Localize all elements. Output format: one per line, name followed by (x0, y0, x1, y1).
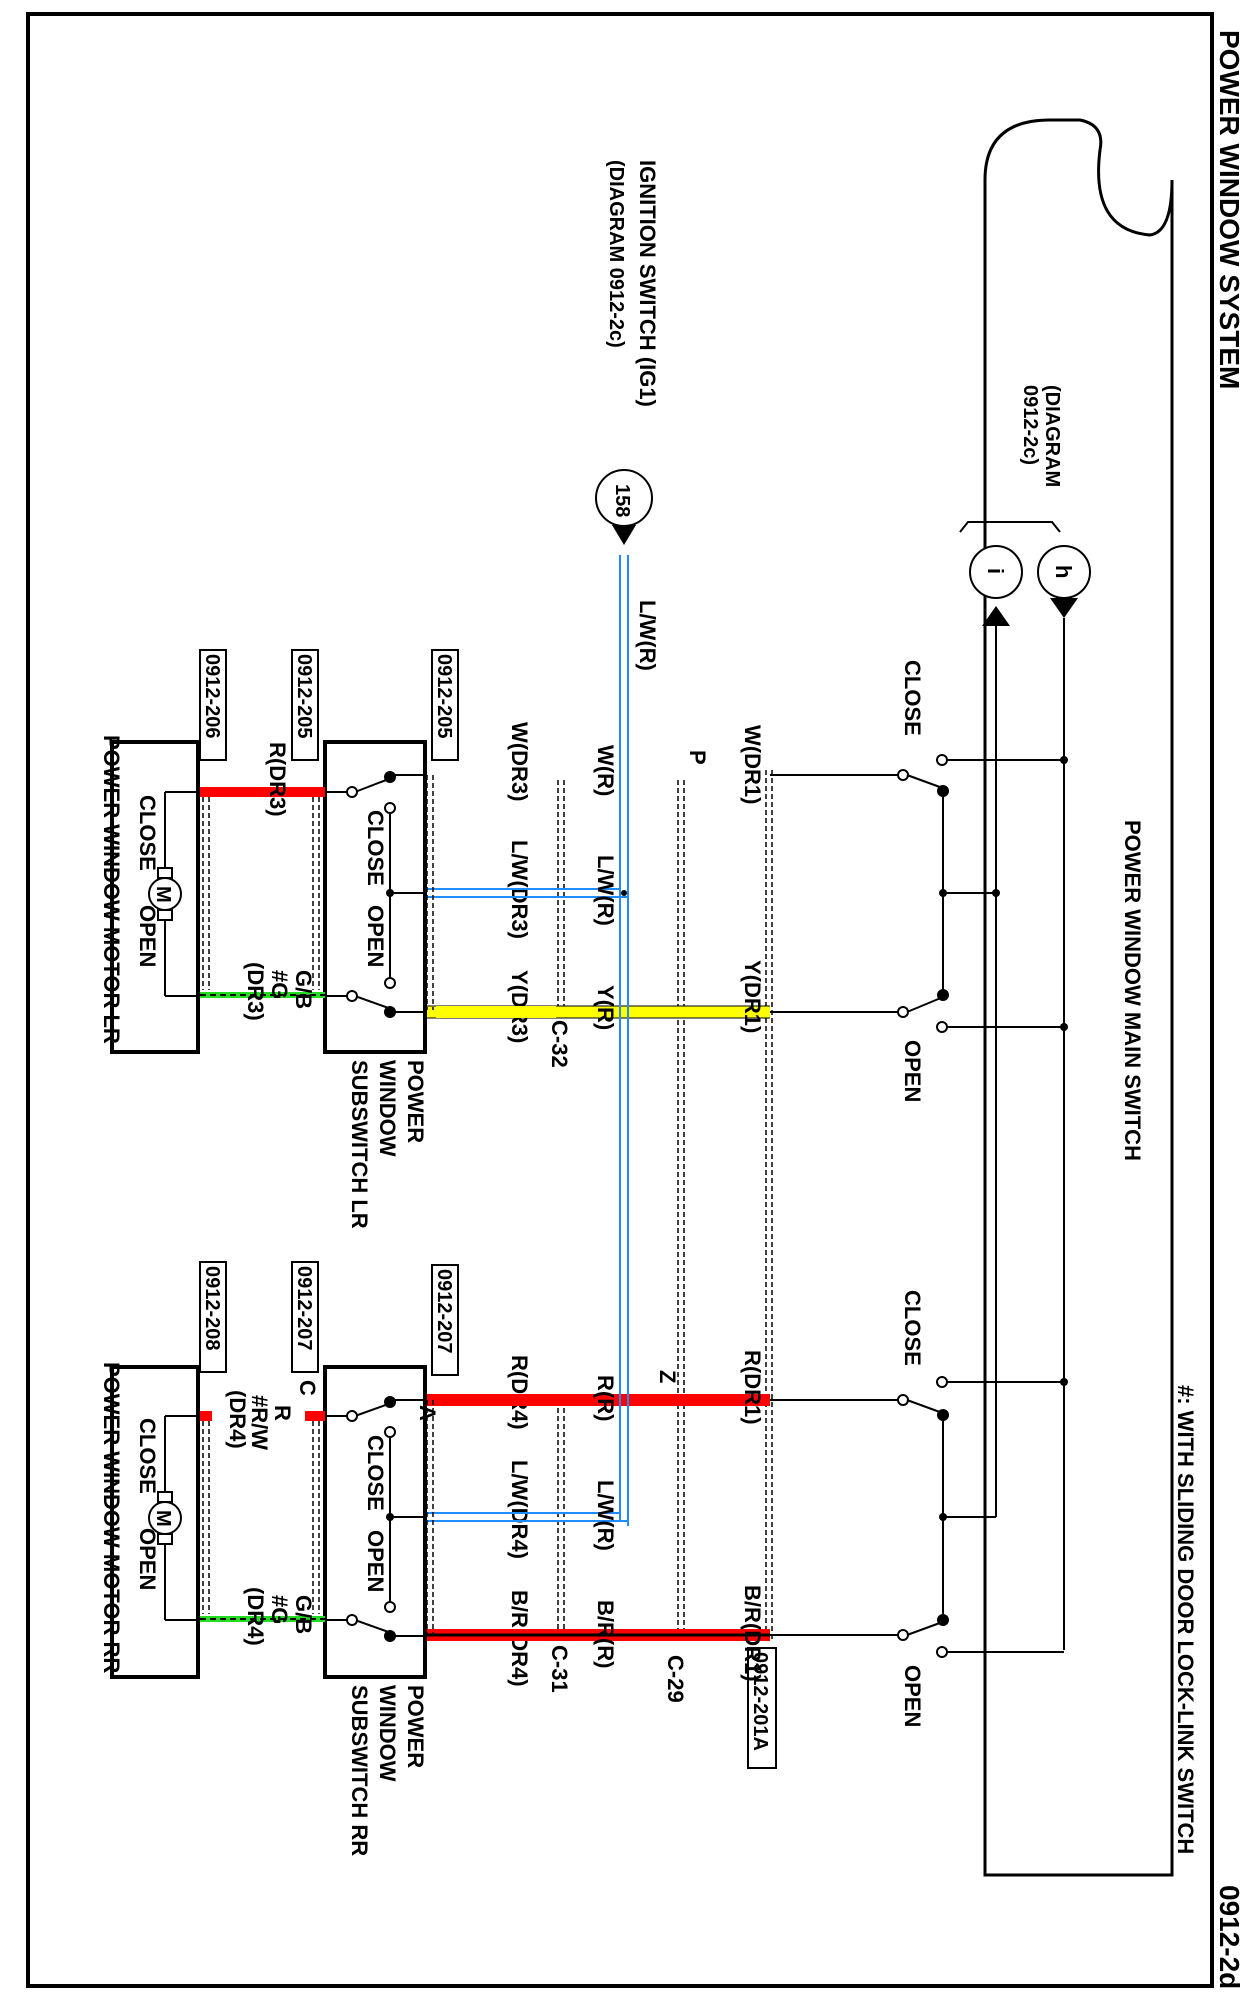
arrow-up-icon (982, 606, 1010, 626)
subswitch-rr-label-3: SUBSWITCH RR (347, 1685, 372, 1856)
connector-h[interactable]: h (1037, 545, 1091, 618)
label-lw-r-rr: L/W(R) (593, 1480, 618, 1551)
main-switch-label: POWER WINDOW MAIN SWITCH (1120, 820, 1145, 1161)
subswitch-rr-open: OPEN (363, 1530, 388, 1592)
main-lr-open-label: OPEN (900, 1040, 925, 1102)
svg-text:0912-201A: 0912-201A (749, 1652, 771, 1751)
label-r-dr1: R(DR1) (740, 1350, 765, 1425)
connector-i-label: i (983, 568, 1008, 574)
label-p: P (685, 750, 710, 765)
connector-ref-motor-rr-switch: 0912-207 (291, 1261, 319, 1373)
motor-lr-open: OPEN (135, 905, 160, 967)
label-y-dr1: Y(DR1) (740, 960, 765, 1033)
main-switch-lr[interactable] (770, 754, 1068, 1033)
label-r-rr: R (270, 1405, 295, 1421)
motor-rr-close: CLOSE (135, 1418, 160, 1494)
connector-ref-motor-rr: 0912-208 (199, 1261, 227, 1373)
svg-text:0912-205: 0912-205 (293, 654, 315, 739)
subswitch-lr-label-1: POWER (403, 1060, 428, 1143)
sliding-door-note: #: WITH SLIDING DOOR LOCK-LINK SWITCH (1173, 1385, 1198, 1854)
subswitch-lr-label-3: SUBSWITCH LR (347, 1060, 372, 1229)
motor-lr[interactable]: M (110, 740, 200, 1054)
label-r-r: R(R) (593, 1375, 618, 1421)
subswitch-rr-close: CLOSE (363, 1435, 388, 1511)
label-g-dr4: #G (267, 1595, 292, 1624)
diagram-frame (26, 12, 1214, 1988)
svg-text:0912-207: 0912-207 (433, 1269, 455, 1354)
label-w-dr3: W(DR3) (507, 722, 532, 801)
motor-rr-open: OPEN (135, 1528, 160, 1590)
diagram-title: POWER WINDOW SYSTEM (1214, 30, 1245, 389)
label-rw-rr: #R/W (247, 1395, 272, 1450)
connector-i[interactable]: i (969, 545, 1023, 626)
label-dr4-bottom: (DR4) (243, 1587, 268, 1646)
subswitch-lr-open: OPEN (363, 905, 388, 967)
wire-r-dr4 (436, 1394, 556, 1406)
ignition-label-1: IGNITION SWITCH (IG1) (635, 160, 660, 407)
label-c29: C-29 (663, 1655, 688, 1703)
main-diagram-ref-2: 0912-2c) (1019, 385, 1041, 465)
connector-ref-subswitch-rr: 0912-207 (431, 1264, 459, 1376)
label-c31: C-31 (547, 1645, 572, 1693)
label-br-dr1: B/R(DR1) (740, 1585, 765, 1682)
svg-text:0912-207: 0912-207 (293, 1266, 315, 1351)
connector-ref-motor-lr: 0912-206 (199, 649, 227, 761)
main-switch-outline (983, 118, 1174, 1877)
motor-lr-label: POWER WINDOW MOTOR LR (99, 735, 124, 1044)
label-dr3: (DR3) (243, 962, 268, 1021)
main-rr-open-label: OPEN (900, 1665, 925, 1727)
subswitch-rr-label-2: WINDOW (375, 1685, 400, 1782)
label-br-r: B/R(R) (593, 1600, 618, 1668)
wire-r-dr3 (200, 787, 325, 797)
main-diagram-ref-1: (DIAGRAM (1041, 385, 1063, 487)
wire-r-rw-dr4 (305, 1411, 325, 1421)
label-y-r: Y(R) (593, 985, 618, 1030)
label-gb-dr3: G/B (291, 970, 316, 1009)
label-r-dr4: R(DR4) (507, 1355, 532, 1430)
label-c32: C-32 (547, 1020, 572, 1068)
label-gb-dr4: G/B (291, 1595, 316, 1634)
svg-text:0912-206: 0912-206 (201, 654, 223, 739)
ignition-node-158[interactable]: 158 (595, 469, 653, 545)
label-w-r: W(R) (593, 745, 618, 796)
subswitch-lr-close: CLOSE (363, 810, 388, 886)
label-pin-c: C (295, 1380, 320, 1396)
svg-text:0912-208: 0912-208 (201, 1266, 223, 1351)
arrow-down-icon (612, 525, 636, 545)
main-lr-close-label: CLOSE (900, 660, 925, 736)
svg-text:M: M (152, 1510, 174, 1527)
motor-rr-label: POWER WINDOW MOTOR RR (99, 1362, 124, 1673)
connector-ref-0912-201A: 0912-201A (747, 1647, 777, 1769)
subswitch-rr-label-1: POWER (403, 1685, 428, 1768)
motor-rr[interactable]: M (110, 1365, 200, 1679)
subswitch-rr[interactable] (323, 1365, 434, 1679)
label-r-dr3: R(DR3) (265, 742, 290, 817)
connector-h-label: h (1051, 565, 1076, 578)
svg-text:158: 158 (611, 484, 633, 517)
label-dr4-top: (DR4) (225, 1390, 250, 1449)
main-rr-close-label: CLOSE (900, 1290, 925, 1366)
connector-ref-subswitch-lr: 0912-205 (431, 649, 459, 761)
svg-text:M: M (152, 886, 174, 903)
label-lw-r-lr: L/W(R) (593, 855, 618, 926)
arrow-down-icon (1050, 598, 1078, 618)
subswitch-lr-label-2: WINDOW (375, 1060, 400, 1157)
page-code: 0912-2d (1214, 1885, 1245, 1989)
label-w-dr1: W(DR1) (740, 725, 765, 804)
svg-text:0912-205: 0912-205 (433, 654, 455, 739)
wire-y-dr3 (436, 1006, 556, 1018)
label-g-dr3: #G (267, 970, 292, 999)
label-lw-dr4: L/W(DR4) (507, 1460, 532, 1559)
label-z: Z (655, 1370, 680, 1383)
motor-lr-close: CLOSE (135, 795, 160, 871)
connector-bracket (959, 521, 1061, 533)
main-switch-rr[interactable] (770, 1376, 1068, 1658)
wire-label-lw-r-ignition: L/W(R) (635, 600, 660, 671)
wire-br-dr4 (436, 1629, 556, 1641)
subswitch-lr[interactable] (323, 740, 434, 1054)
connector-ref-motor-lr-switch: 0912-205 (291, 649, 319, 761)
ignition-label-2: (DIAGRAM 0912-2c) (605, 160, 627, 348)
subswitch-rr-pin-a: A (415, 1405, 440, 1421)
